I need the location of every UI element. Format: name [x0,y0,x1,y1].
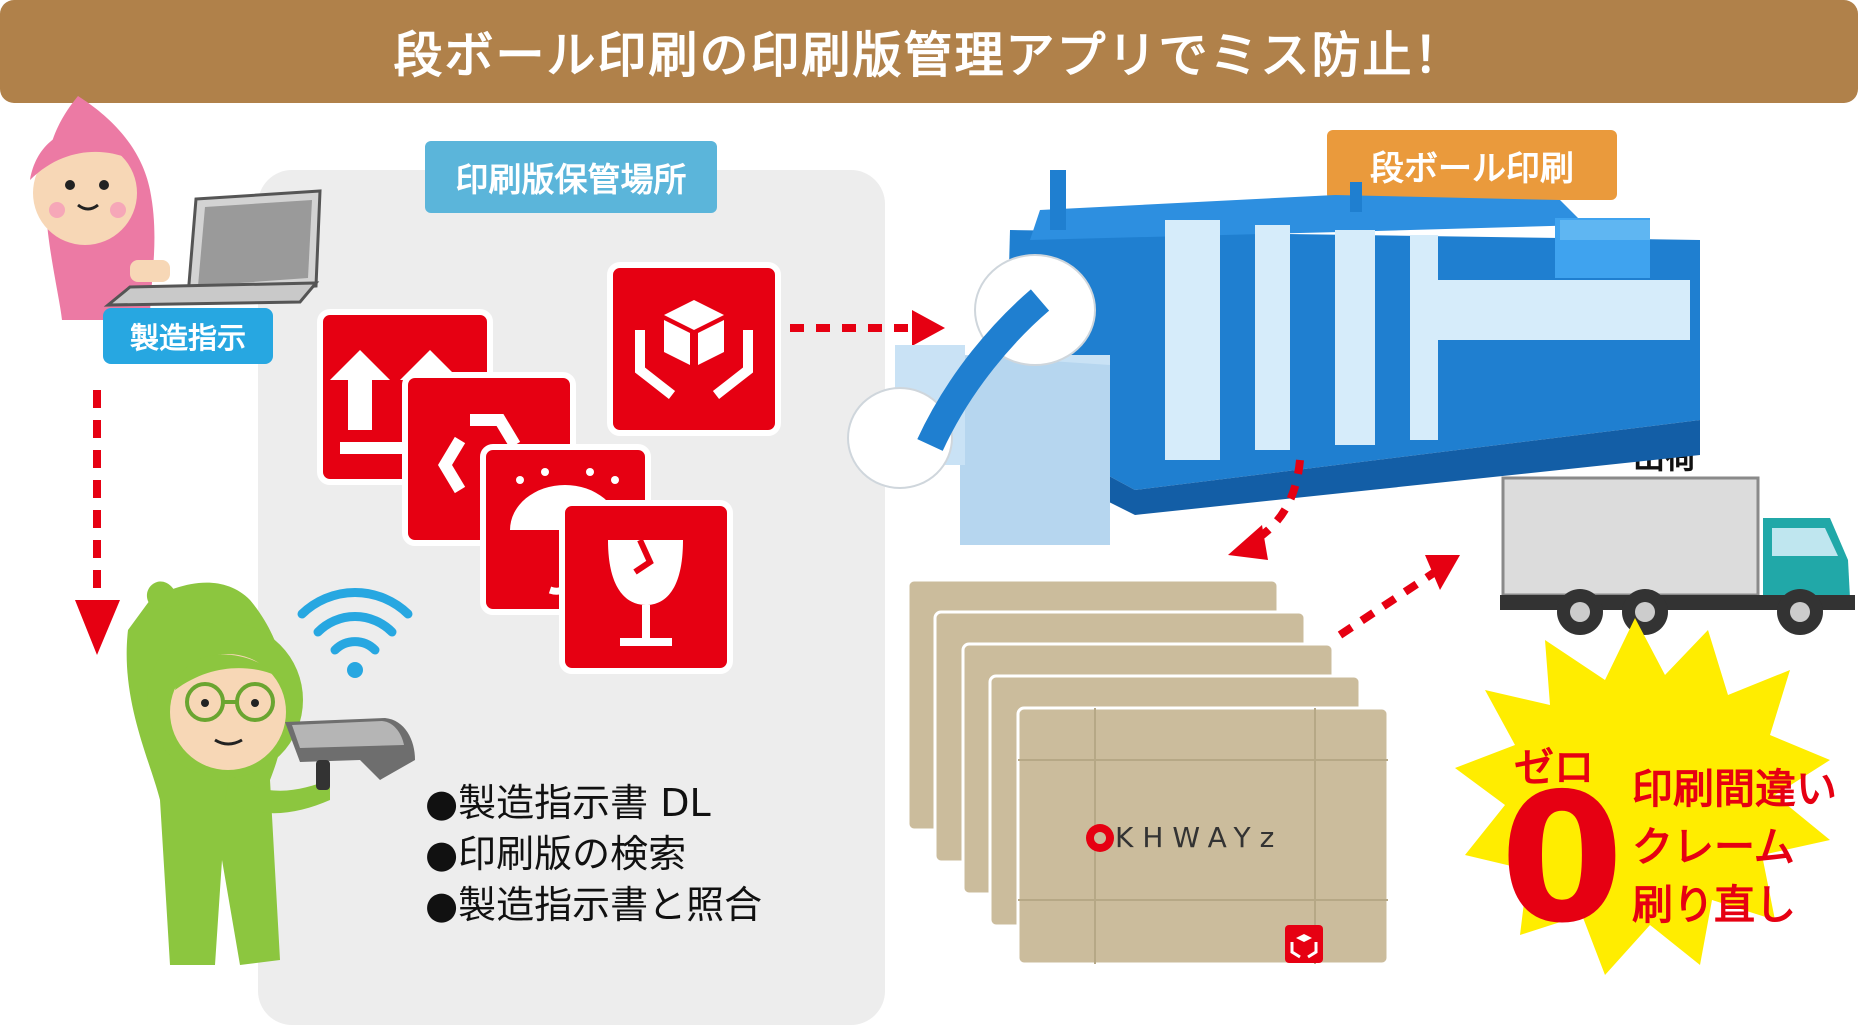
feature-item: ●製造指示書と照合 [425,883,763,927]
zero-badge-number: 0 [1500,755,1624,962]
arrow-right-icon [912,310,945,346]
order-label: 製造指示 [103,308,273,364]
arrow-up-right-icon [1425,555,1460,590]
barcode-scanner-icon [285,718,415,790]
cardboard-stack-icon [906,578,1390,966]
khwayz-logo-icon [1086,824,1114,852]
worker-with-scanner-icon [126,581,330,965]
zero-badge-lines: 印刷間違い クレーム 刷り直し [1632,760,1837,934]
feature-list: ●製造指示書 DL ●印刷版の検索 ●製造指示書と照合 [425,778,762,931]
box-logo-text: KHWAYz [1115,821,1284,854]
truck-icon [1500,476,1855,635]
feature-item: ●製造指示書 DL [425,781,711,825]
feature-item: ●印刷版の検索 [425,832,687,876]
office-worker-icon [30,96,170,320]
plate-fragile-icon [559,500,733,674]
laptop-icon [103,189,322,307]
storage-label: 印刷版保管場所 [425,141,717,213]
zero-badge-heading: ゼロ [1514,745,1594,791]
printing-machine-icon [847,170,1700,545]
arrow-down-icon [75,600,120,655]
zero-badge-line: クレーム [1632,823,1795,871]
wifi-icon [297,588,413,678]
page-title-banner: 段ボール印刷の印刷版管理アプリでミス防止！ [0,0,1858,103]
zero-badge-line: 印刷間違い [1632,765,1837,813]
printing-label: 段ボール印刷 [1327,130,1617,200]
plate-handle-with-care-icon [607,262,781,436]
box-handle-with-care-icon [1285,925,1323,963]
zero-badge-line: 刷り直し [1632,881,1796,929]
zero-badge-starburst-icon [1455,618,1830,975]
arrow-down-left-icon [1228,525,1268,560]
